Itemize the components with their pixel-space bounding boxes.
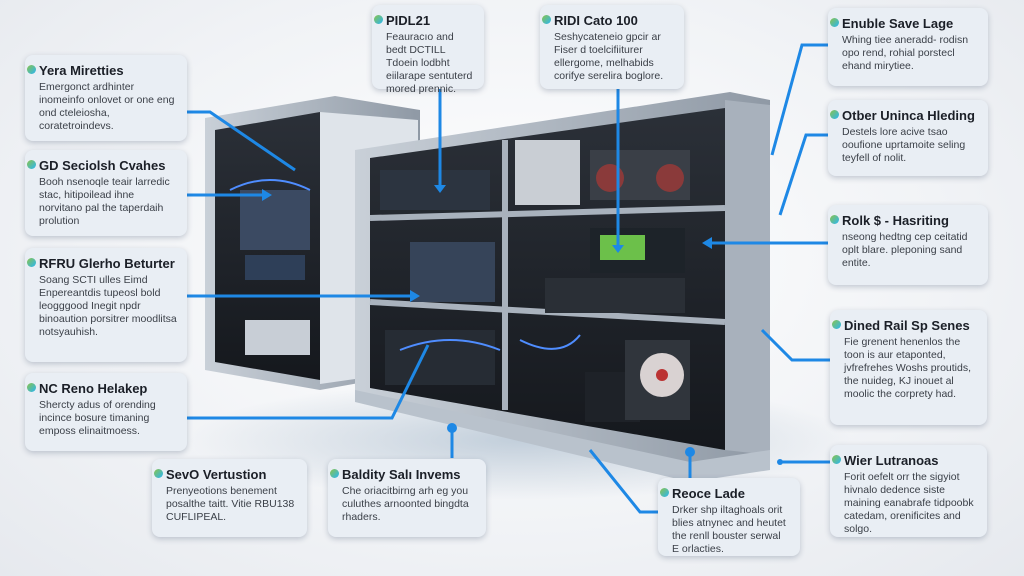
callout-body: Fie grenent henenlos the toon is aur eta…	[844, 336, 972, 400]
callout-body: Shercty adus of orending incince bosure …	[39, 399, 156, 437]
bullet-icon	[832, 320, 841, 329]
callout-title: PIDL21	[386, 13, 431, 28]
callout-title: Yera Miretties	[39, 63, 124, 78]
callout-title: SevO Vertustion	[166, 467, 267, 482]
callout-title: Rolk $ - Hasriting	[842, 213, 949, 228]
bullet-icon	[832, 455, 841, 464]
callout-body: Soang SCTI ulles Eimd Enpereantdis tupeo…	[39, 274, 177, 338]
bullet-icon	[27, 258, 36, 267]
callout-body: Destels lore acive tsao ooufione uprtamo…	[842, 126, 966, 164]
bullet-icon	[830, 18, 839, 27]
bullet-icon	[374, 15, 383, 24]
callout-body: Che oriacitbirng arh eg you culuthes arn…	[342, 485, 469, 523]
callout-body: Prenyeotions benement posalthe taitt. Vi…	[166, 485, 295, 523]
callout-title: Dined Rail Sp Senes	[844, 318, 970, 333]
callout-title: Otber Uninca Hleding	[842, 108, 975, 123]
callout-body: Emergonct ardhinter inomeinfo onlovet or…	[39, 81, 175, 132]
main-rack	[355, 92, 770, 482]
callout-body: Forit oefelt orr the sigyiot hivnalo ded…	[844, 471, 974, 535]
bullet-icon	[830, 215, 839, 224]
bullet-icon	[830, 110, 839, 119]
bullet-icon	[660, 488, 669, 497]
callout-body: Seshycateneio gpcir ar Fiser d toelcifii…	[554, 31, 664, 82]
bullet-icon	[330, 469, 339, 478]
callout-title: GD Seciolsh Cvahes	[39, 158, 166, 173]
callout-body: Feauracıo and bedt DCTILL Tdoein lodbht …	[386, 31, 473, 95]
callout-title: Wier Lutranoas	[844, 453, 939, 468]
bullet-icon	[27, 65, 36, 74]
bullet-icon	[27, 160, 36, 169]
callout-title: NC Reno Helakep	[39, 381, 148, 396]
callout-title: RIDI Cato 100	[554, 13, 638, 28]
callout-body: Booh nsenoqle teair larredic stac, hitip…	[39, 176, 170, 227]
callout-title: Baldity Salı Invems	[342, 467, 461, 482]
callout-body: nseong hedtng cep ceitatid oplt blare. p…	[842, 231, 968, 269]
callout-title: Enuble Save Lage	[842, 16, 954, 31]
bullet-icon	[154, 469, 163, 478]
callout-right-3: Rolk $ - Hasriting nseong hedtng cep ceit…	[828, 205, 988, 285]
callout-title: RFRU Glerho Beturter	[39, 256, 175, 271]
callout-body: Drker shp iltaghoals orit blies atnynec …	[672, 504, 786, 555]
callout-body: Whing tiee aneradd- rodisn opo rend, roh…	[842, 34, 969, 72]
bullet-icon	[27, 383, 36, 392]
connector-lines	[183, 43, 830, 514]
callout-title: Reoce Lade	[672, 486, 745, 501]
bullet-icon	[542, 15, 551, 24]
